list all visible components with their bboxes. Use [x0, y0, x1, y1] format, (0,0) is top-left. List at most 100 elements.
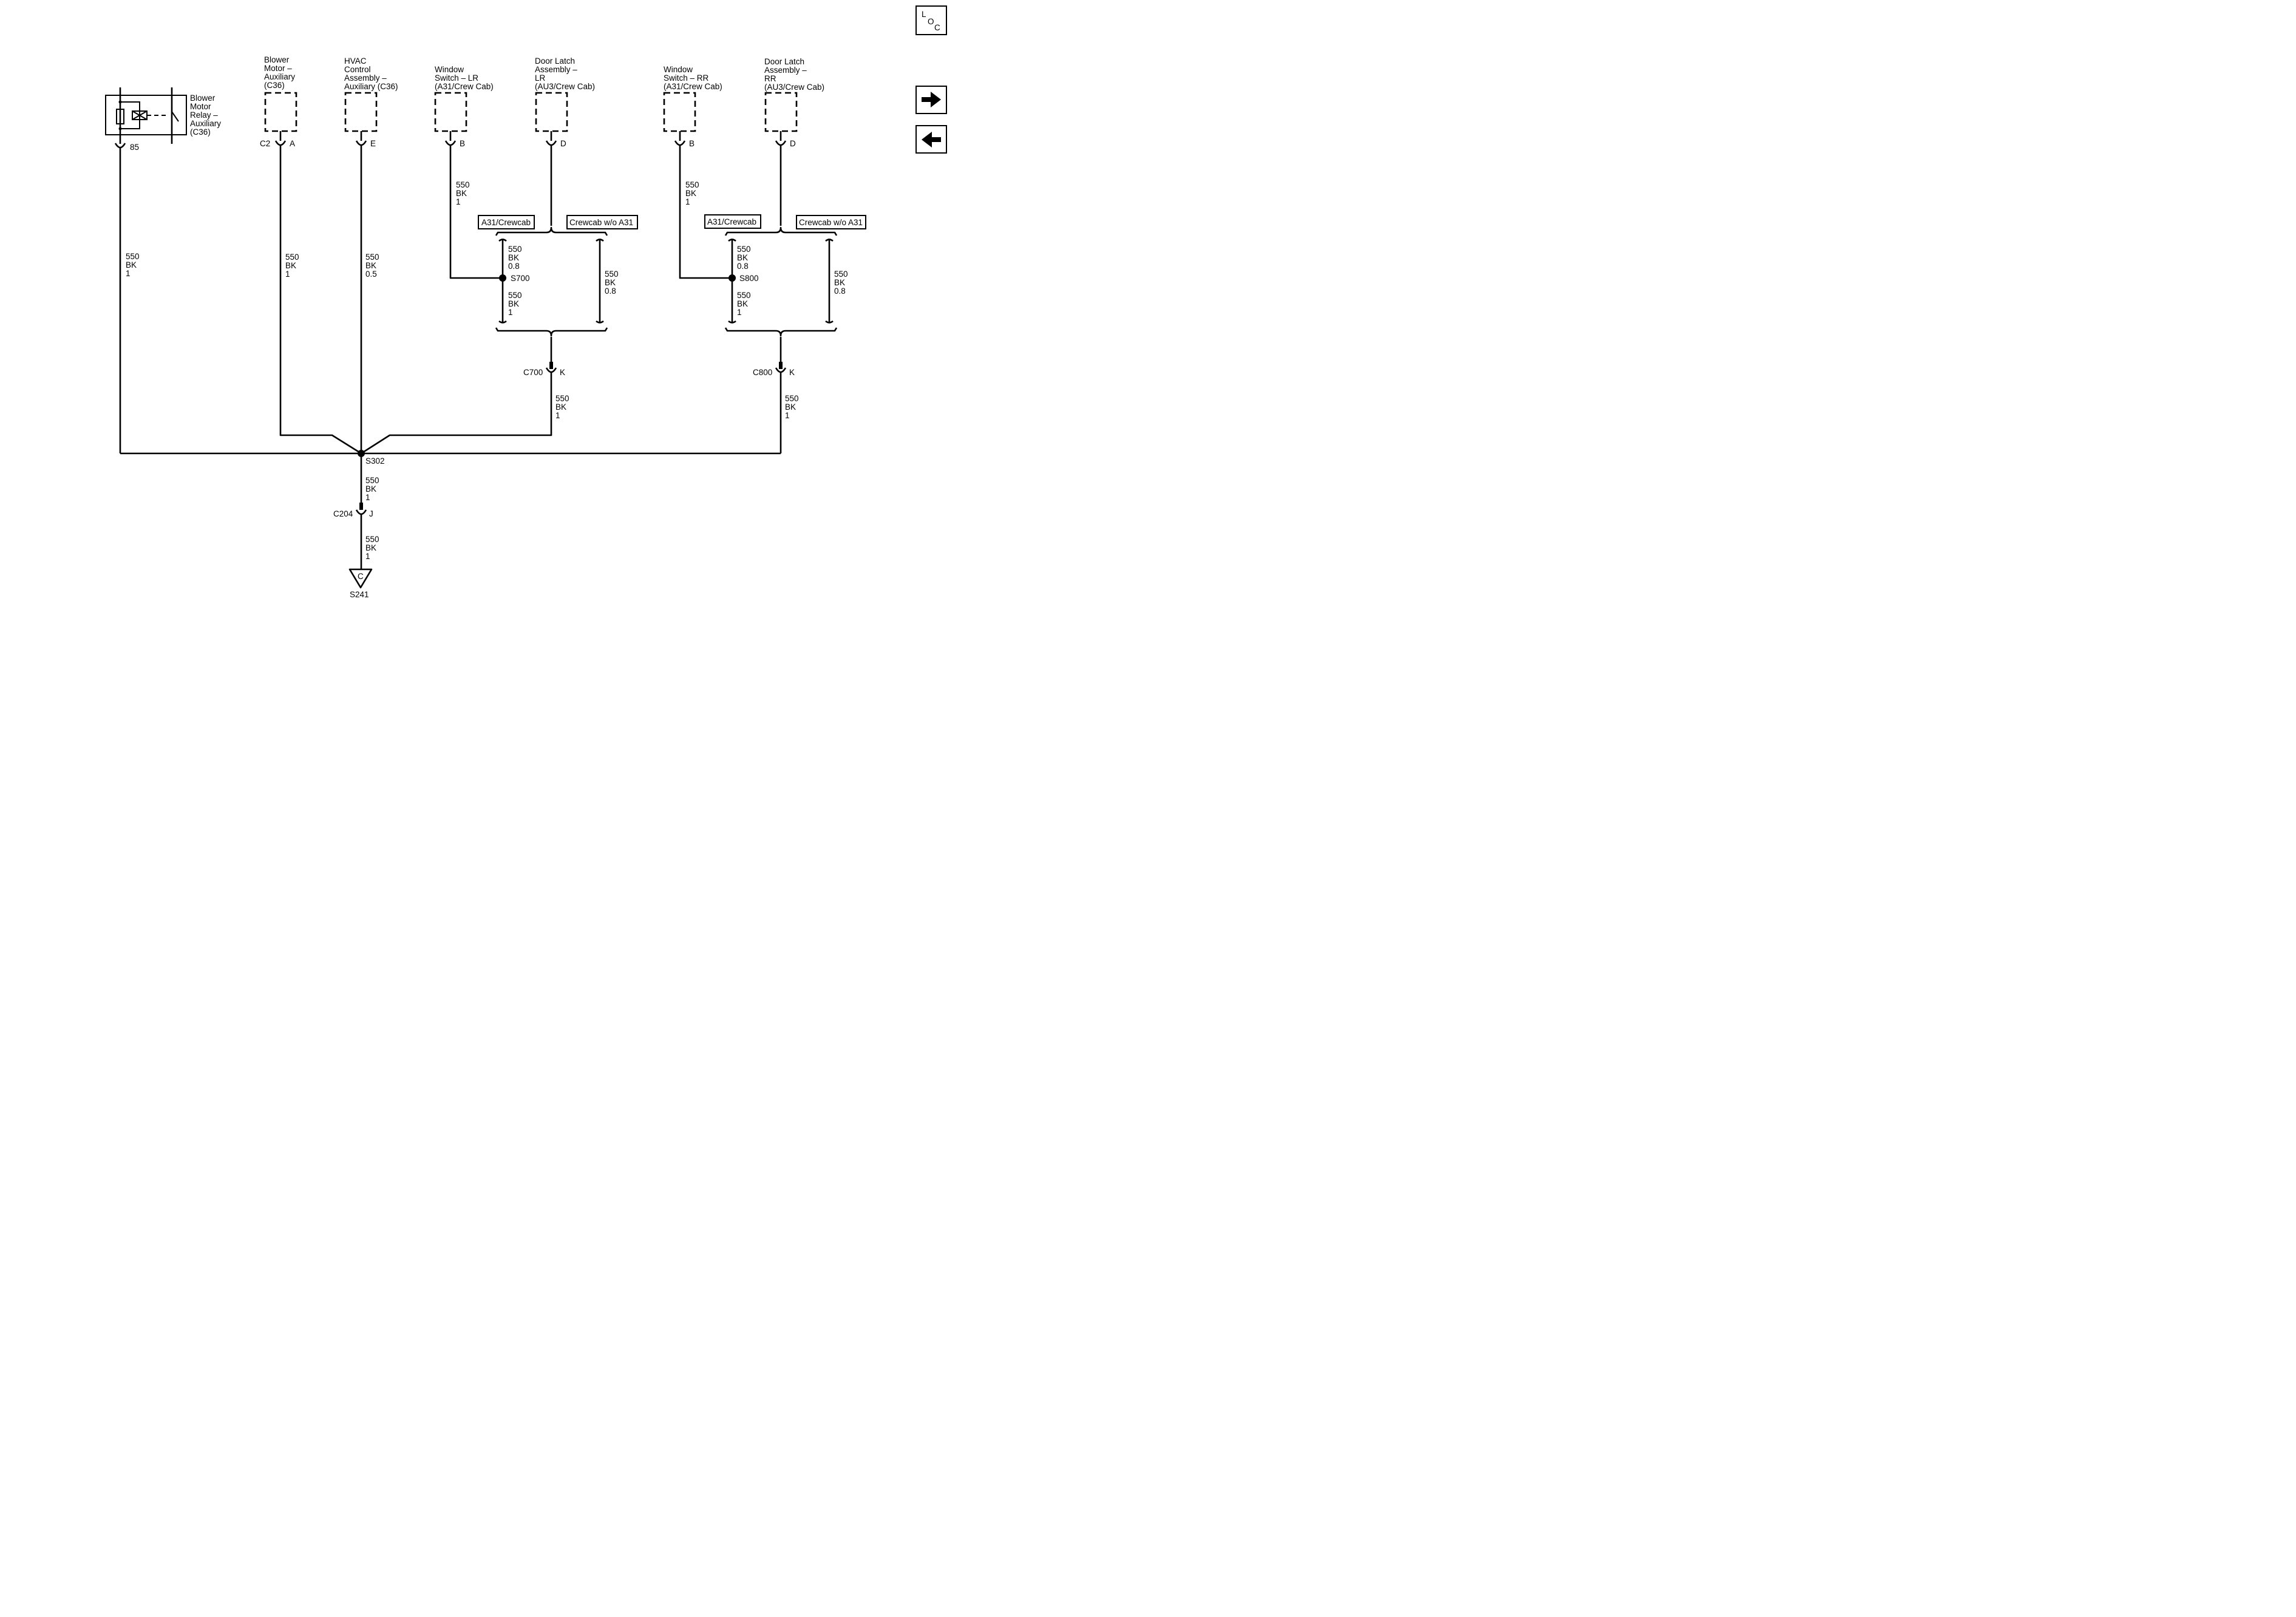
hvac-label-2: Control [344, 65, 371, 74]
relay-pin-85: 85 [130, 143, 139, 152]
window-rr-label-1: Window [664, 65, 693, 74]
wire-blower-aux [279, 146, 362, 455]
door-lr-label-3: LR [535, 73, 546, 83]
blower-aux-label-3: Auxiliary [264, 72, 295, 81]
wire-window-rr-size: 1 [685, 197, 690, 206]
wire-blower-aux-color: BK [285, 261, 296, 270]
door-rr-connector [775, 140, 787, 146]
forward-button[interactable] [915, 86, 947, 114]
door-latch-lr-component [535, 92, 568, 132]
option-rr-crewcab-label: Crewcab w/o A31 [799, 218, 863, 227]
wire-lr-right-size: 0.8 [605, 286, 616, 296]
wire-c204-out-circuit: 550 [365, 535, 379, 544]
window-lr-connector [444, 140, 457, 146]
ground-symbol-icon [348, 568, 373, 589]
wire-rr-upper-color: BK [737, 253, 748, 262]
hvac-label-4: Auxiliary (C36) [344, 82, 398, 91]
back-button[interactable] [915, 125, 947, 154]
relay-label-3: Relay – [190, 110, 218, 120]
wire-rr-right-circuit: 550 [834, 270, 848, 279]
option-bracket-lr-top [495, 226, 608, 236]
wire-rr-upper-circuit: 550 [737, 245, 751, 254]
window-switch-rr-component [663, 92, 696, 132]
wire-window-lr-color: BK [456, 189, 467, 198]
option-rr-a31-label: A31/Crewcab [707, 217, 756, 226]
door-lr-connector [545, 140, 557, 146]
wire-c800-out-size: 1 [785, 411, 790, 420]
wire-lr-lower-color: BK [508, 299, 519, 308]
blower-aux-pin-a: A [290, 139, 295, 148]
door-latch-rr-component [764, 92, 798, 132]
hvac-connector [355, 140, 367, 146]
option-box-rr-a31: A31/Crewcab [704, 214, 761, 229]
blower-aux-connector-c2: C2 [260, 139, 270, 148]
wire-blower-aux-circuit: 550 [285, 253, 299, 262]
wire-window-lr-circuit: 550 [456, 180, 470, 189]
wire-rr-right-size: 0.8 [834, 286, 846, 296]
relay-label-5: (C36) [190, 127, 211, 137]
window-lr-label-2: Switch – LR [435, 73, 478, 83]
wire-lr-upper-color: BK [508, 253, 519, 262]
connector-c204-pin: J [369, 509, 373, 518]
relay-label-2: Motor [190, 102, 211, 111]
connector-c204 [355, 509, 367, 515]
wire-c204-out-color: BK [365, 543, 376, 552]
wire-rr-lower-size: 1 [737, 308, 742, 317]
wire-lr-upper-size: 0.8 [508, 262, 520, 271]
hvac-pin-e: E [370, 139, 376, 148]
wire-c800-out-circuit: 550 [785, 394, 799, 403]
door-lr-label-2: Assembly – [535, 65, 577, 74]
window-rr-pin-b: B [689, 139, 695, 148]
arrow-left-icon [922, 132, 941, 147]
relay-label-1: Blower [190, 93, 216, 103]
option-box-lr-a31: A31/Crewcab [478, 215, 535, 229]
wire-hvac-circuit: 550 [365, 253, 379, 262]
wire-c700-out [361, 373, 552, 455]
blower-motor-aux-component [264, 92, 297, 132]
wire-relay-color: BK [126, 260, 137, 270]
connector-c700-pin: K [560, 368, 565, 377]
option-box-rr-crewcab: Crewcab w/o A31 [796, 215, 866, 229]
wire-c700-out-color: BK [555, 402, 566, 412]
splice-s800-dot [729, 274, 736, 282]
splice-s700-dot [499, 274, 506, 282]
wire-lr-upper-circuit: 550 [508, 245, 522, 254]
door-rr-label-4: (AU3/Crew Cab) [764, 83, 824, 92]
hvac-label-1: HVAC [344, 56, 367, 66]
wire-lr-right-circuit: 550 [605, 270, 619, 279]
door-rr-label-2: Assembly – [764, 66, 807, 75]
blower-motor-relay [105, 87, 187, 144]
splice-s302: S302 [365, 456, 385, 466]
loc-button[interactable]: L O C [915, 5, 947, 35]
wire-lr-right-color: BK [605, 278, 616, 287]
wire-window-lr-size: 1 [456, 197, 461, 206]
wire-rr-right-color: BK [834, 278, 845, 287]
relay-label-4: Auxiliary [190, 119, 221, 128]
connector-c700 [545, 367, 557, 373]
wire-blower-aux-size: 1 [285, 270, 290, 279]
blower-aux-label-4: (C36) [264, 81, 285, 90]
splice-s800: S800 [739, 274, 759, 283]
wire-rr-lower-color: BK [737, 299, 748, 308]
window-lr-label-3: (A31/Crew Cab) [435, 82, 494, 91]
option-box-lr-crewcab: Crewcab w/o A31 [566, 215, 638, 229]
wire-c700-out-size: 1 [555, 411, 560, 420]
wiring-diagram: L O C Blower Motor Relay – Auxiliary (C3… [105, 5, 947, 599]
blower-aux-label-1: Blower [264, 55, 290, 64]
window-switch-lr-component [434, 92, 467, 132]
ground-letter: C [358, 572, 364, 581]
connector-c800-name: C800 [753, 368, 772, 377]
connector-c204-name: C204 [333, 509, 353, 518]
connector-c700-name: C700 [523, 368, 543, 377]
option-bracket-rr-top [724, 226, 838, 236]
window-rr-label-2: Switch – RR [664, 73, 709, 83]
wire-c204-out-size: 1 [365, 552, 370, 561]
wire-s302-out-circuit: 550 [365, 476, 379, 485]
wire-window-lr [449, 146, 503, 279]
wire-hvac-color: BK [365, 261, 376, 270]
wire-window-rr-circuit: 550 [685, 180, 699, 189]
arrow-right-icon [922, 92, 941, 107]
wire-relay-size: 1 [126, 269, 131, 278]
option-bracket-rr-bottom [724, 327, 838, 337]
relay-connector [114, 143, 126, 149]
